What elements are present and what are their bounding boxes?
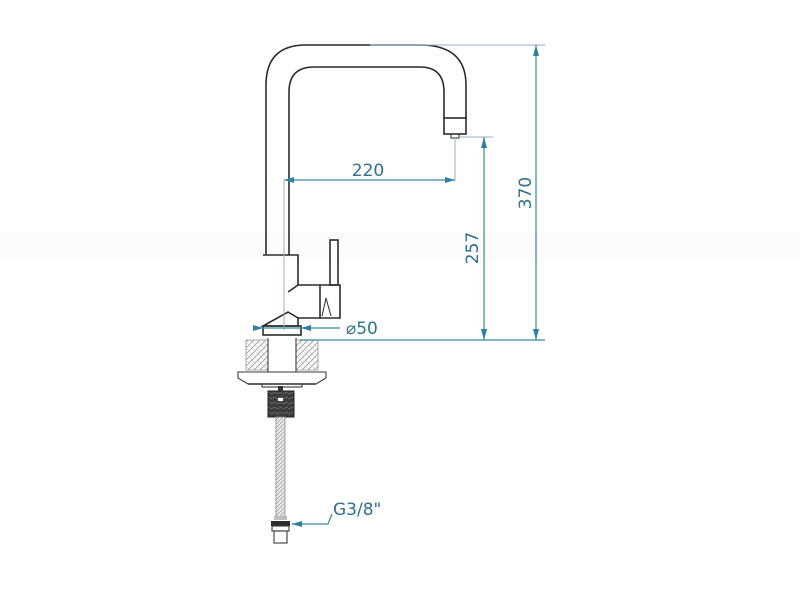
spout-height-label: 257	[463, 232, 483, 264]
connection-label: G3/8"	[333, 500, 381, 520]
diameter-label: ⌀50	[346, 319, 378, 339]
total-height-label: 370	[516, 177, 536, 209]
countertop-mount	[237, 338, 327, 418]
connection-callout	[292, 513, 333, 527]
background-band	[0, 232, 800, 262]
dimension-reach	[283, 138, 456, 330]
dimension-base-diameter	[253, 325, 340, 331]
dimension-spout-height	[459, 136, 493, 340]
spout	[265, 44, 467, 255]
dimension-total-height	[370, 44, 545, 340]
faucet-body	[259, 239, 341, 336]
supply-hose	[271, 416, 290, 544]
reach-label: 220	[352, 161, 384, 181]
